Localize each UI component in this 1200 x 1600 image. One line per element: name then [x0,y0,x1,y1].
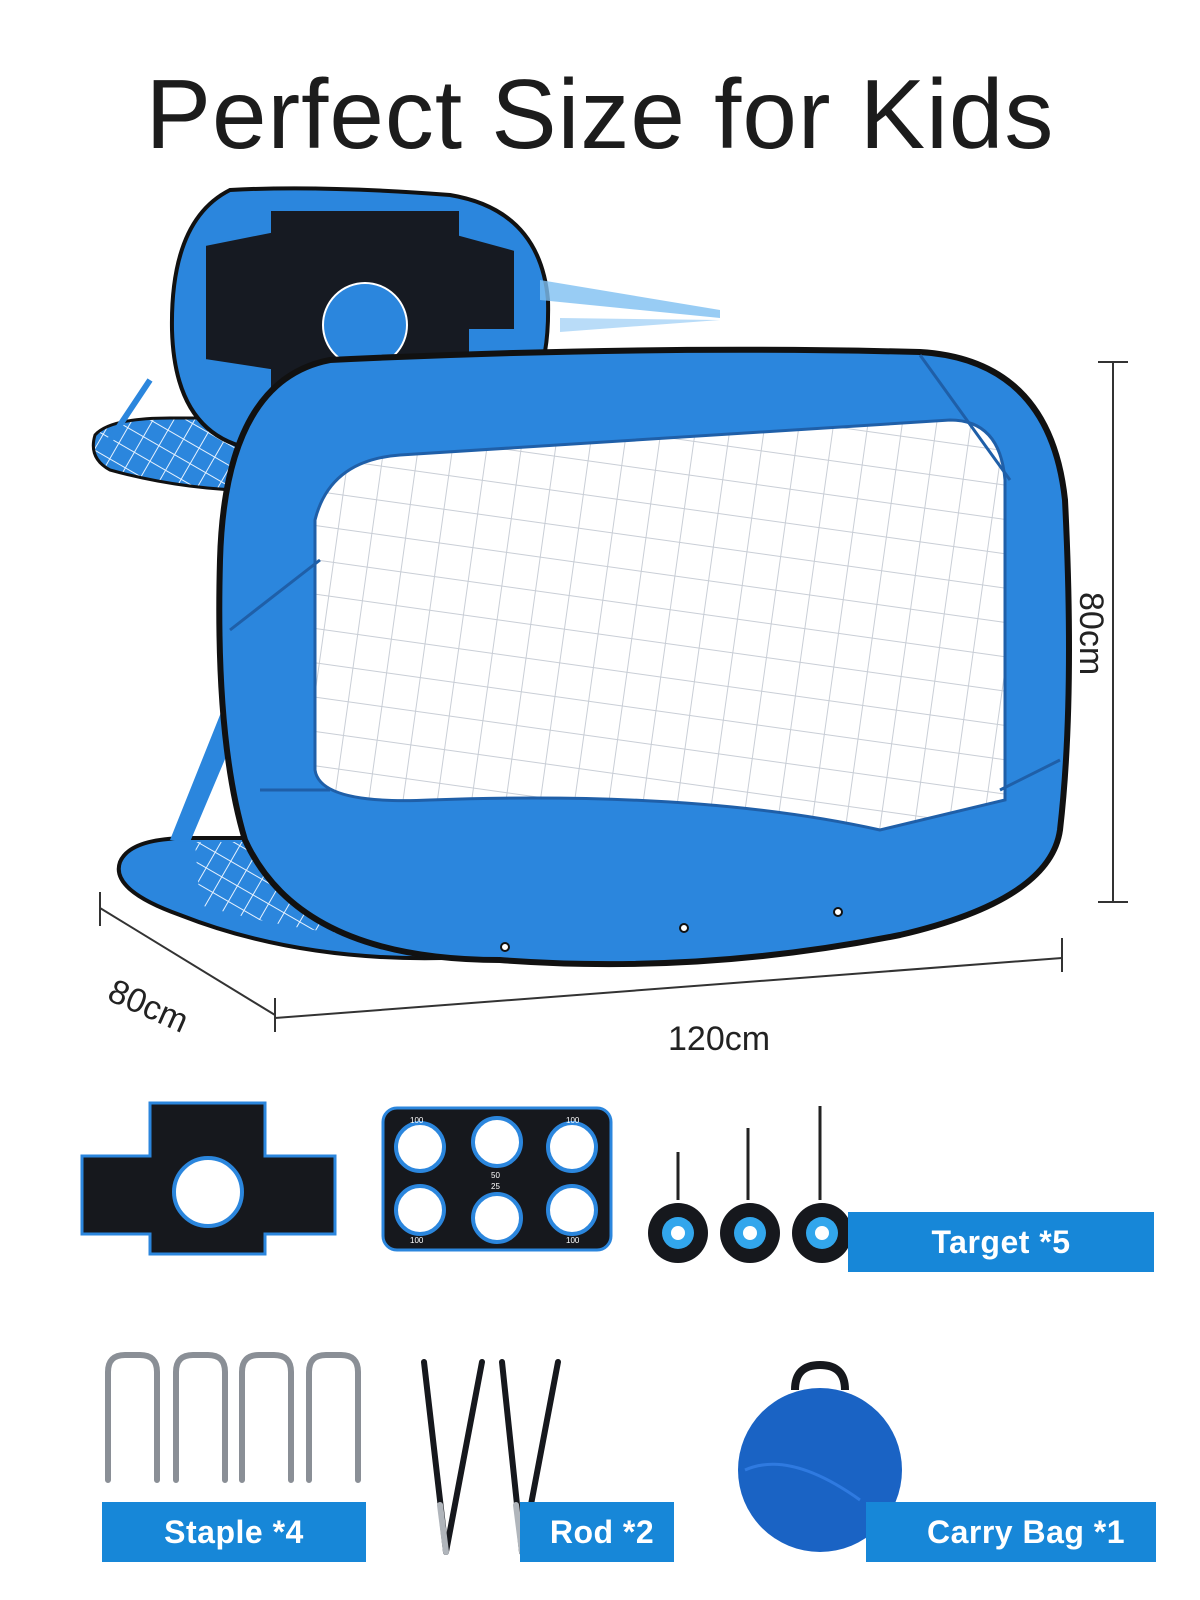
target-count-label: Target *5 [848,1212,1154,1272]
width-dimension-label: 120cm [668,1020,771,1058]
cross-target-sheet-icon [80,1101,337,1256]
panel-score-top-left: 100 [410,1116,424,1125]
panel-score-center-bottom: 25 [491,1182,500,1191]
panel-score-bottom-left: 100 [410,1236,424,1245]
panel-score-top-right: 100 [566,1116,580,1125]
panel-score-bottom-right: 100 [566,1236,580,1245]
page-title: Perfect Size for Kids [145,59,1055,169]
staple-count-label: Staple *4 [102,1502,366,1562]
dimension-lines [99,361,1128,1032]
carry-bag-icon [738,1360,902,1552]
height-dimension-label: 80cm [1072,592,1110,676]
carry-bag-count-label: Carry Bag *1 [866,1502,1156,1562]
target-discs-icon [648,1106,852,1263]
six-hole-target-panel-icon: 100 100 100 100 50 25 [381,1106,613,1252]
large-goal-icon [116,346,1072,968]
motion-lines [540,280,720,332]
rod-count-label: Rod *2 [520,1502,674,1562]
panel-score-center-top: 50 [491,1171,500,1180]
staples-icon [105,1352,361,1483]
